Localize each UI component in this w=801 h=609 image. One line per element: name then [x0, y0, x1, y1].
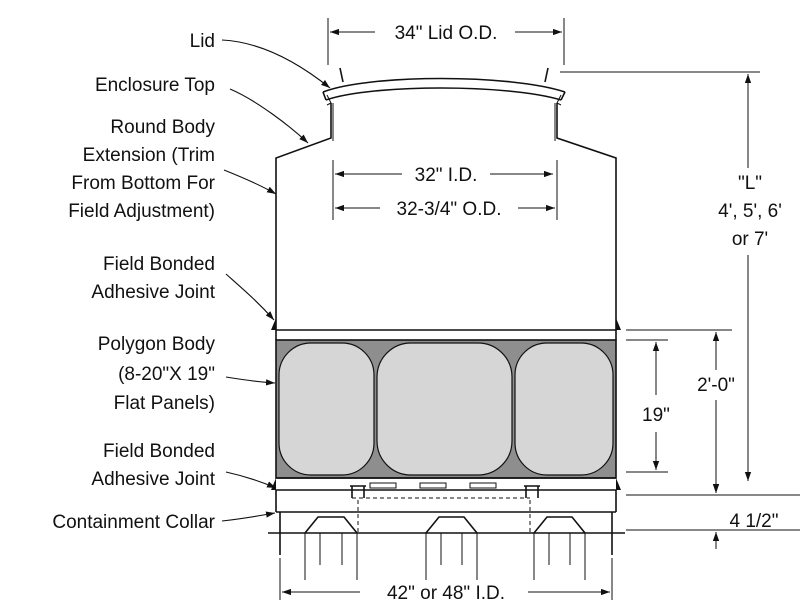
- dimension-labels: 34" Lid O.D. 32" I.D. 32-3/4" O.D. "L" 4…: [387, 23, 782, 604]
- label-extension-4: Field Adjustment): [68, 201, 215, 222]
- label-polygon-1: Polygon Body: [98, 334, 216, 355]
- containment-collar: [271, 478, 621, 555]
- dimension-base-id: [279, 558, 613, 600]
- dim-length-3: or 7': [732, 229, 768, 250]
- label-extension-3: From Bottom For: [71, 173, 215, 194]
- label-polygon-2: (8-20"X 19": [118, 364, 215, 385]
- dimension-length-l: [560, 71, 760, 481]
- label-joint-top-2: Adhesive Joint: [91, 282, 215, 303]
- lid: [322, 67, 566, 106]
- dim-base-id: 42" or 48" I.D.: [387, 583, 505, 604]
- label-extension-1: Round Body: [110, 117, 215, 138]
- dim-32-id: 32" I.D.: [415, 165, 478, 186]
- enclosure-top: [275, 103, 617, 330]
- leader-lines: [221, 39, 331, 522]
- label-lid: Lid: [190, 31, 215, 52]
- dim-collar-height: 4 1/2": [729, 511, 778, 532]
- flat-panel-center: [376, 342, 513, 476]
- label-polygon-3: Flat Panels): [114, 393, 215, 414]
- dim-length-2: 4', 5', 6': [718, 201, 782, 222]
- label-joint-top-1: Field Bonded: [103, 254, 215, 275]
- round-body-extension: [271, 318, 621, 331]
- flat-panel-right: [514, 342, 614, 476]
- polygon-body: [275, 330, 617, 479]
- dimension-32-id: [332, 160, 558, 220]
- foundation: [268, 516, 625, 580]
- dim-length-1: "L": [738, 173, 762, 194]
- label-extension-2: Extension (Trim: [83, 145, 215, 166]
- dimension-lid-od: [327, 18, 565, 65]
- flat-panel-left: [278, 342, 375, 476]
- dim-32-34-od: 32-3/4" O.D.: [397, 199, 502, 220]
- dim-panel-height: 19": [642, 405, 670, 426]
- dimension-collar-height: [626, 476, 800, 549]
- dim-lid-od: 34" Lid O.D.: [395, 23, 498, 44]
- label-containment-collar: Containment Collar: [52, 512, 215, 533]
- label-joint-bottom-1: Field Bonded: [103, 441, 215, 462]
- dim-polygon-height: 2'-0": [697, 375, 735, 396]
- label-enclosure-top: Enclosure Top: [95, 75, 215, 96]
- dimension-panel-height: [626, 339, 668, 473]
- callout-labels: Lid Enclosure Top Round Body Extension (…: [52, 31, 215, 533]
- dimension-polygon-height: [626, 329, 800, 496]
- label-joint-bottom-2: Adhesive Joint: [91, 469, 215, 490]
